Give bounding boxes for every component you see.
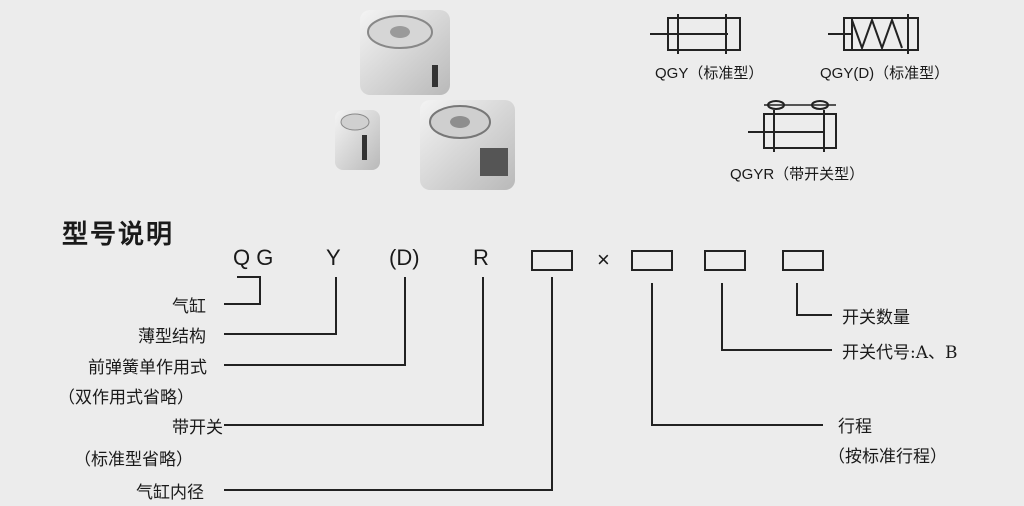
code-r: R (473, 245, 489, 270)
switch-code-box (704, 250, 746, 271)
label-bore: 气缸内径 (136, 483, 204, 503)
switch-count-box (782, 250, 824, 271)
label-stroke: 行程 (838, 417, 872, 437)
label-spring-single: 前弹簧单作用式 (88, 358, 207, 378)
cylinder-medium-image (420, 100, 515, 190)
symbol-qgyd (828, 14, 919, 54)
symbol-qgy-label: QGY（标准型） (655, 65, 764, 82)
label-standard-omit: （标准型省略） (74, 450, 193, 470)
symbol-qgy (650, 14, 741, 54)
label-cylinder: 气缸 (172, 297, 206, 317)
bore-box (531, 250, 573, 271)
code-times: × (597, 247, 610, 272)
label-thin-structure: 薄型结构 (138, 327, 206, 347)
cylinder-small-image (335, 110, 380, 170)
symbol-qgyd-label: QGY(D)（标准型） (820, 65, 950, 82)
code-y: Y (326, 245, 341, 270)
code-qg: Q G (233, 245, 274, 270)
symbol-qgyr-label: QGYR（带开关型） (730, 166, 865, 183)
code-d: (D) (389, 245, 420, 270)
symbol-qgyr (748, 100, 837, 152)
section-title: 型号说明 (62, 220, 175, 250)
cylinder-large-image (360, 10, 450, 95)
product-photo (335, 10, 515, 190)
label-switch-code: 开关代号:A、B (842, 343, 958, 363)
label-double-omit: （双作用式省略） (58, 388, 194, 408)
label-switch-count: 开关数量 (842, 308, 910, 328)
label-with-switch: 带开关 (172, 418, 223, 438)
stroke-box (631, 250, 673, 271)
label-stroke-note: （按标准行程） (828, 447, 947, 467)
